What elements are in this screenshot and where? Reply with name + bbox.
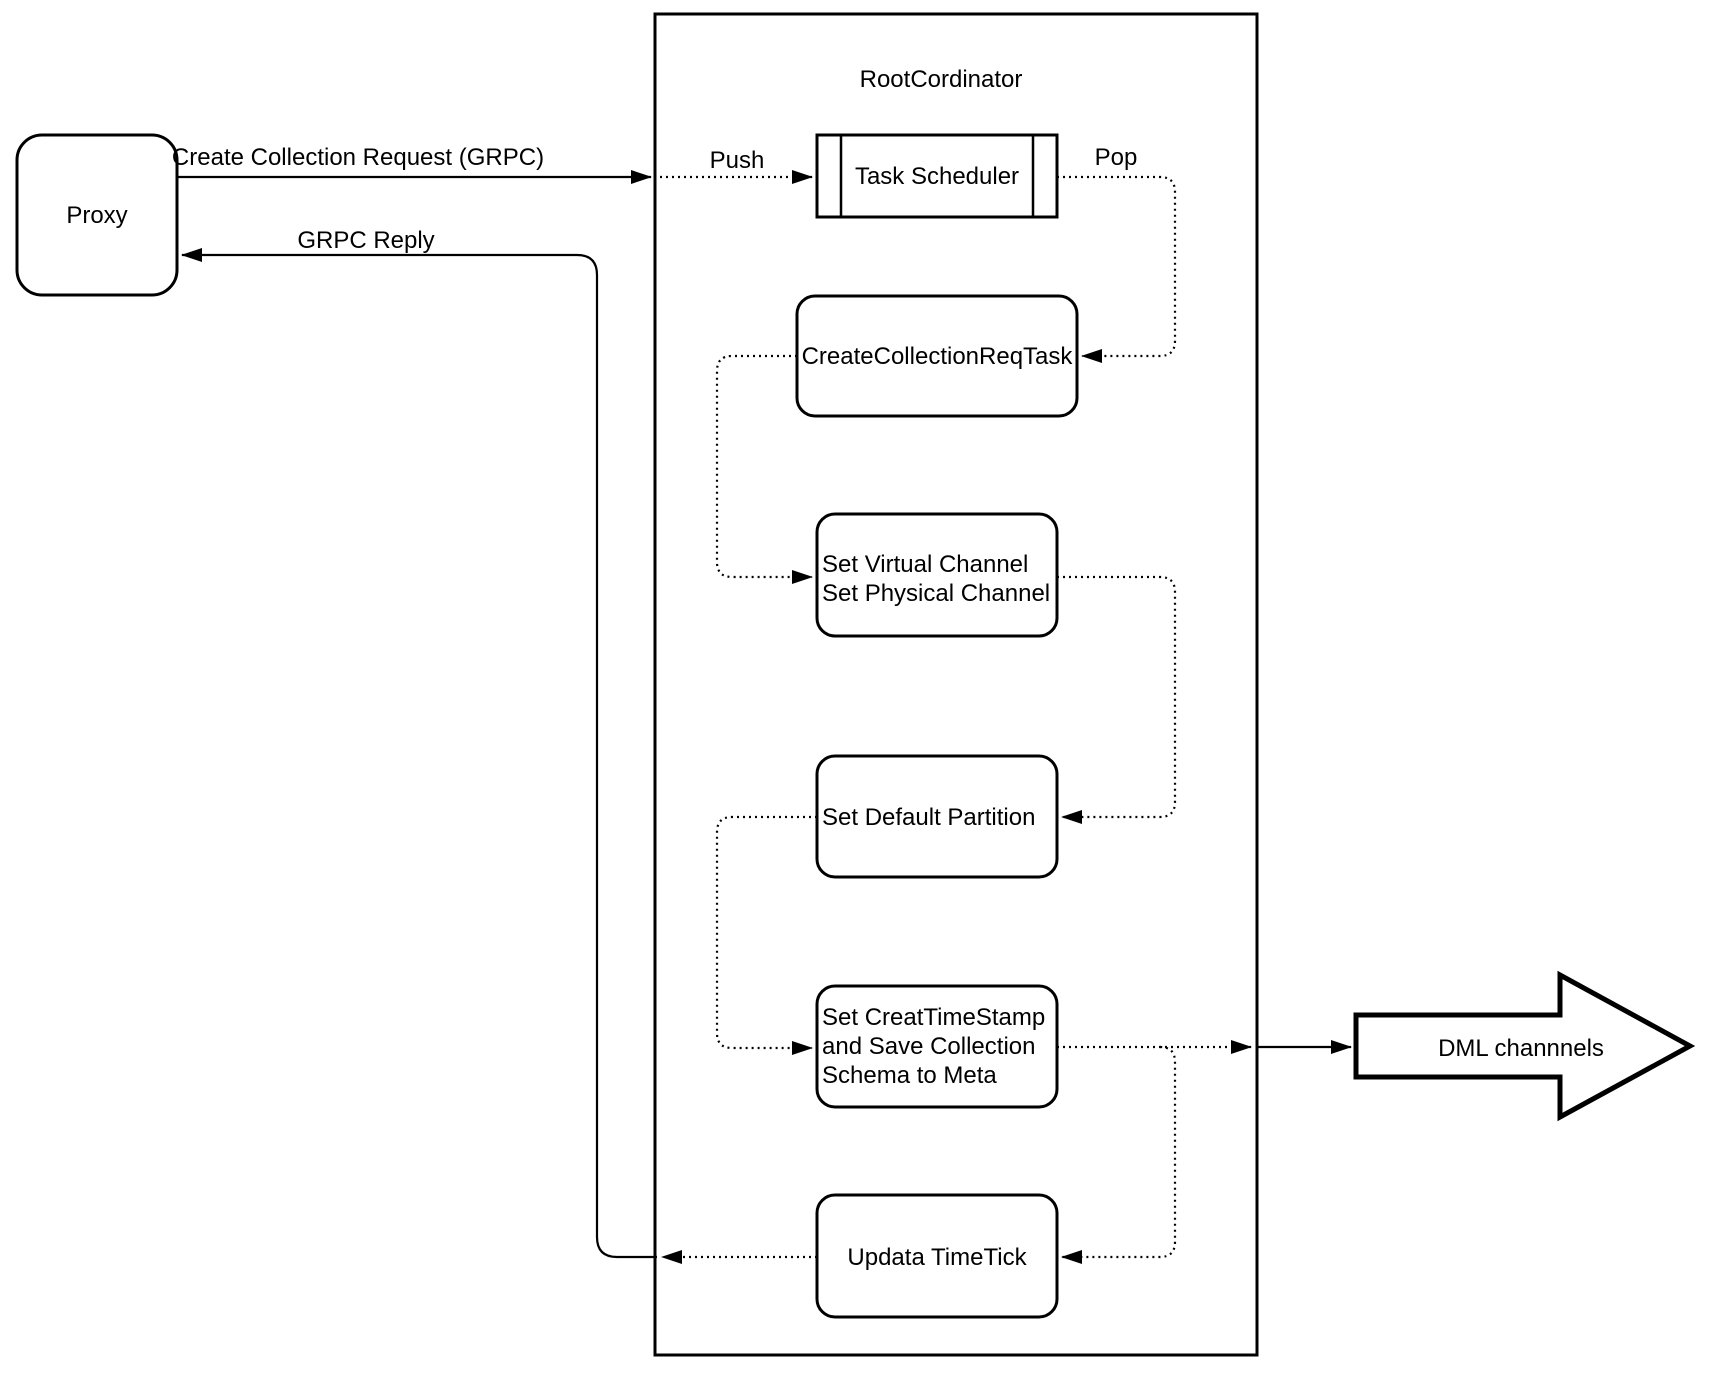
root-coordinator-container <box>653 12 1259 1357</box>
label-grpc-reply: GRPC Reply <box>297 227 434 254</box>
set-create-timestamp-label-line3: Schema to Meta <box>822 1062 997 1089</box>
task-scheduler-node <box>815 133 1059 219</box>
update-timetick-label: Updata TimeTick <box>847 1244 1027 1271</box>
set-channels-label-line1: Set Virtual Channel <box>822 551 1028 578</box>
label-push: Push <box>710 147 765 174</box>
edge-pop <box>1057 175 1177 363</box>
dml-channels-arrow <box>1353 970 1696 1122</box>
proxy-label: Proxy <box>66 202 127 229</box>
set-create-timestamp-label-line2: and Save Collection <box>822 1033 1035 1060</box>
set-channels-label-line2: Set Physical Channel <box>822 580 1050 607</box>
set-default-partition-label: Set Default Partition <box>822 804 1035 831</box>
task-scheduler-label: Task Scheduler <box>855 163 1019 190</box>
edge-timestamp-to-update-timetick <box>1061 1045 1177 1264</box>
label-create-collection-request: Create Collection Request (GRPC) <box>172 144 544 171</box>
proxy-node <box>15 133 179 297</box>
create-collection-req-task-label: CreateCollectionReqTask <box>802 343 1074 370</box>
edge-set-channels-to-default-partition <box>1057 575 1177 824</box>
set-create-timestamp-label-line1: Set CreatTimeStamp <box>822 1004 1045 1031</box>
node-set-channels <box>815 512 1059 638</box>
edge-grpc-reply <box>181 248 657 1259</box>
edge-default-partition-to-timestamp <box>715 815 817 1055</box>
dml-channels-label: DML channnels <box>1438 1035 1604 1062</box>
root-coordinator-title: RootCordinator <box>860 66 1023 93</box>
label-pop: Pop <box>1095 144 1138 171</box>
